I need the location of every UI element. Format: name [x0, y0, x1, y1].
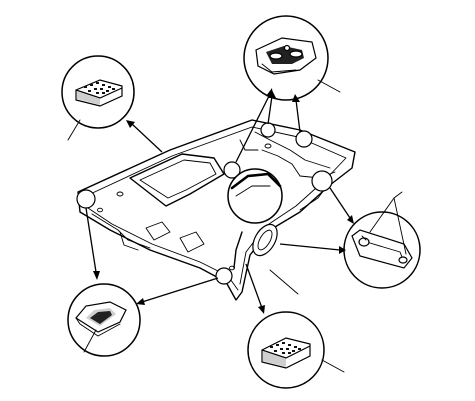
detail-top-right [243, 15, 341, 101]
center-detail-circle [227, 168, 283, 224]
leader-arrows [85, 88, 354, 314]
detail-right [343, 191, 421, 289]
detail-bottom-left [67, 283, 141, 357]
detail-bottom-right [247, 311, 345, 389]
callout-markers [76, 122, 333, 285]
detail-top-left [61, 55, 135, 141]
